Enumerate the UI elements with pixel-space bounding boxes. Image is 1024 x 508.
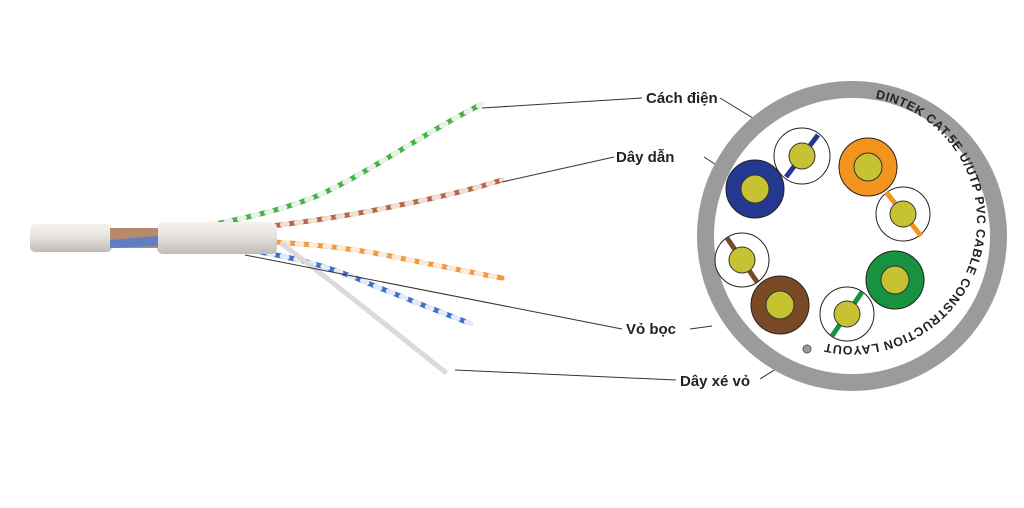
blue-pair-wire [147,239,475,327]
cable-illustration [30,101,505,375]
blue-white-conductor [773,127,831,185]
leader-conductor-left [501,156,615,183]
orange-white-conductor [875,186,931,242]
cable-jacket-main [30,224,112,252]
ripcord-wire [279,241,448,375]
label-conductor: Dây dẫn [616,149,674,166]
cross-section: DINTEK CAT.5E U/UTP PVC CABLE CONSTRUCTI… [697,81,1007,391]
brown-conductor [750,275,810,335]
twisted-pairs-bundle-blue [110,236,158,248]
leader-jacket-left [244,254,623,330]
label-jacket: Vỏ bọc [626,321,676,338]
ripcord-dot [802,344,812,354]
leader-ripcord-left [454,369,677,381]
green-white-wire [147,101,485,239]
blue-conductor [725,159,785,219]
leader-jacket-right [689,325,713,330]
orange-conductor [838,137,898,197]
cable-jacket-sleeve [157,222,277,254]
leader-insulation-left [481,97,643,109]
label-ripcord: Dây xé vỏ [680,373,750,390]
green-conductor [865,250,925,310]
green-white-conductor [819,286,875,342]
green-pair-wire [147,101,485,239]
brown-white-conductor [714,232,770,288]
brown-white-wire [147,177,505,241]
label-insulation: Cách điện [646,90,718,107]
labels: Cách điện Dây dẫn Vỏ bọc Dây xé vỏ [616,90,750,390]
blue-white-wire [147,239,475,327]
